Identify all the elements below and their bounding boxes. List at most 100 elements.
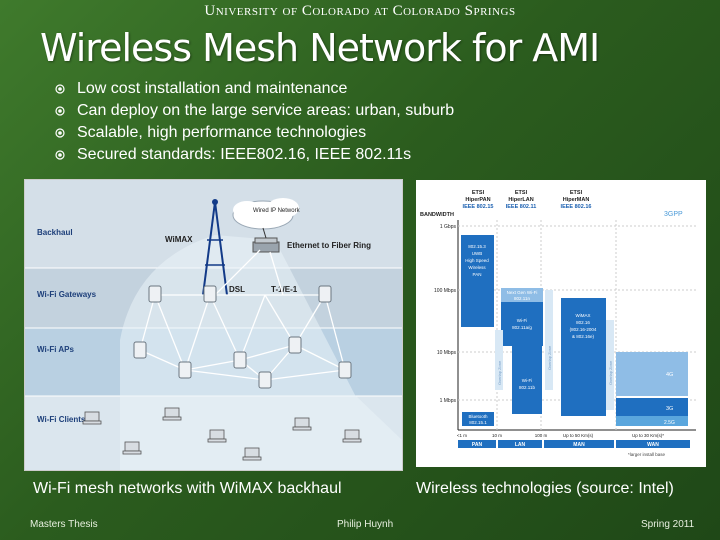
x-tick-3: Up to 50 Km(s) [563,433,594,438]
bullet-text: Scalable, high performance technologies [77,124,367,141]
y-tick-100mbps: 100 Mbps [434,288,456,294]
nextgen-text-0: Next Gen Wi-Fi [507,290,538,295]
x-tick-1: 10 m [492,433,502,438]
wimax-label: WiMAX [165,235,193,244]
wimax-text-1: 802.16 [576,320,590,325]
x-tick-4: Up to 30 Km(s)* [632,433,664,438]
wimax-text-2: (802.16-2004 [570,327,597,332]
footer-center: Philip Huynh [337,519,394,530]
bullet-item: Can deploy on the large service areas: u… [55,100,454,122]
backhaul-label: Backhaul [37,228,73,237]
3gpp-header: 3GPP [664,211,683,218]
wifi-ag-text-0: Wi-Fi [517,318,528,323]
bluetooth-text-1: 802.15.1 [469,420,487,425]
access-point-nodes [133,285,352,389]
overlap-zone-2 [545,290,553,390]
wan-group [616,440,690,448]
cloud-icon [232,198,299,230]
3g-label: 3G [666,406,673,412]
bullet-item: Scalable, high performance technologies [55,122,454,144]
pan-group [458,440,496,448]
y-tick-1mbps: 1 Mbps [440,398,457,404]
footer-right: Spring 2011 [641,519,695,530]
ethernet-label: Ethernet to Fiber Ring [287,241,371,250]
mesh-network-diagram: Wired IP Network Ethernet to Fiber Ring … [24,179,403,471]
bullet-circle-icon [55,84,65,94]
bullet-text: Can deploy on the large service areas: u… [77,102,455,119]
25g-label: 2.5G [664,420,675,426]
lan-label: LAN [515,442,526,448]
t1e1-label: T-1/E-1 [271,285,298,294]
overlap-zone-label-2: Overlap Zone [547,345,552,370]
wimax-text-0: WiMAX [576,313,591,318]
man-label: MAN [573,442,585,448]
bullet-text: Secured standards: IEEE802.16, IEEE 802.… [77,146,412,163]
hiperman-header-0: ETSI [570,190,583,196]
bullet-text: Low cost installation and maintenance [77,80,348,97]
uwb-text-1: UWB [472,251,483,256]
hiperpan-header-1: HiperPAN [465,197,490,203]
bluetooth-text-0: Bluetooth [468,414,488,419]
bullet-item: Secured standards: IEEE802.16, IEEE 802.… [55,144,454,166]
caption-left: Wi-Fi mesh networks with WiMAX backhaul [33,480,342,497]
hiperlan-header-0: ETSI [515,190,528,196]
lan-group [498,440,542,448]
caption-right: Wireless technologies (source: Intel) [416,480,674,497]
overlap-zone-3 [606,320,614,410]
wifi-clients-label: Wi-Fi Clients [37,415,86,424]
hiperman-header-2: IEEE 802.16 [561,204,592,210]
4g-label: 4G [666,372,673,378]
4g-block [616,352,688,396]
wimax-block [561,298,606,416]
bluetooth-block [462,412,494,426]
laptop-client-icons [82,407,362,461]
uwb-block [461,235,494,327]
wifi-ag-text-1: 802.11a/g [512,325,532,330]
wifi-b-text-1: 802.11b [519,385,535,390]
slide-title: Wireless Mesh Network for AMI [40,26,600,70]
y-tick-1gbps: 1 Gbps [440,224,457,230]
bullet-list: Low cost installation and maintenance Ca… [55,78,454,166]
bandwidth-label: BANDWIDTH [420,212,454,218]
wifi-b-block [512,346,542,414]
wifi-ag-block [501,302,543,346]
router-icon [252,237,280,253]
25g-block [616,416,688,426]
nextgen-block [501,288,543,302]
3g-block [616,398,688,416]
uwb-text-0: 802.15.3 [468,244,486,249]
bullet-circle-icon [55,128,65,138]
hiperman-header-1: HiperMAN [563,197,590,203]
university-header: University of Colorado at Colorado Sprin… [204,3,516,19]
overlap-zone-label-1: Overlap Zone [497,360,502,385]
bullet-circle-icon [55,150,65,160]
footnote: *larger install base [628,452,666,457]
uwb-text-2: High Speed [465,258,489,263]
uwb-text-4: PAN [473,272,482,277]
bullet-item: Low cost installation and maintenance [55,78,454,100]
hiperpan-header-2: IEEE 802.15 [463,204,494,210]
dsl-label: DSL [229,285,245,294]
x-tick-2: 100 m [535,433,548,438]
uwb-text-3: Wireless [468,265,486,270]
x-tick-0: <1 m [457,433,467,438]
wired-ip-label: Wired IP Network [253,208,301,214]
hiperpan-header-0: ETSI [472,190,485,196]
wimax-text-3: & 802.16e) [572,334,595,339]
wifi-gateways-label: Wi-Fi Gateways [37,290,97,299]
wifi-b-text-0: Wi-Fi [522,378,533,383]
man-group [544,440,614,448]
hiperlan-header-2: IEEE 802.11 [506,204,537,210]
overlap-zone-label-3: Overlap Zone [608,360,613,385]
footer-left: Masters Thesis [30,519,98,530]
nextgen-text-1: 802.11n [514,296,530,301]
overlap-zone-1 [495,330,503,390]
wimax-tower-icon [202,199,228,296]
wifi-aps-label: Wi-Fi APs [37,345,75,354]
bullet-circle-icon [55,106,65,116]
wireless-technologies-chart: BANDWIDTH ETSI HiperPAN IEEE 802.15 ETSI… [416,180,706,467]
pan-label: PAN [472,442,483,448]
hiperlan-header-1: HiperLAN [508,197,533,203]
wan-label: WAN [647,442,659,448]
y-tick-10mbps: 10 Mbps [437,350,457,356]
